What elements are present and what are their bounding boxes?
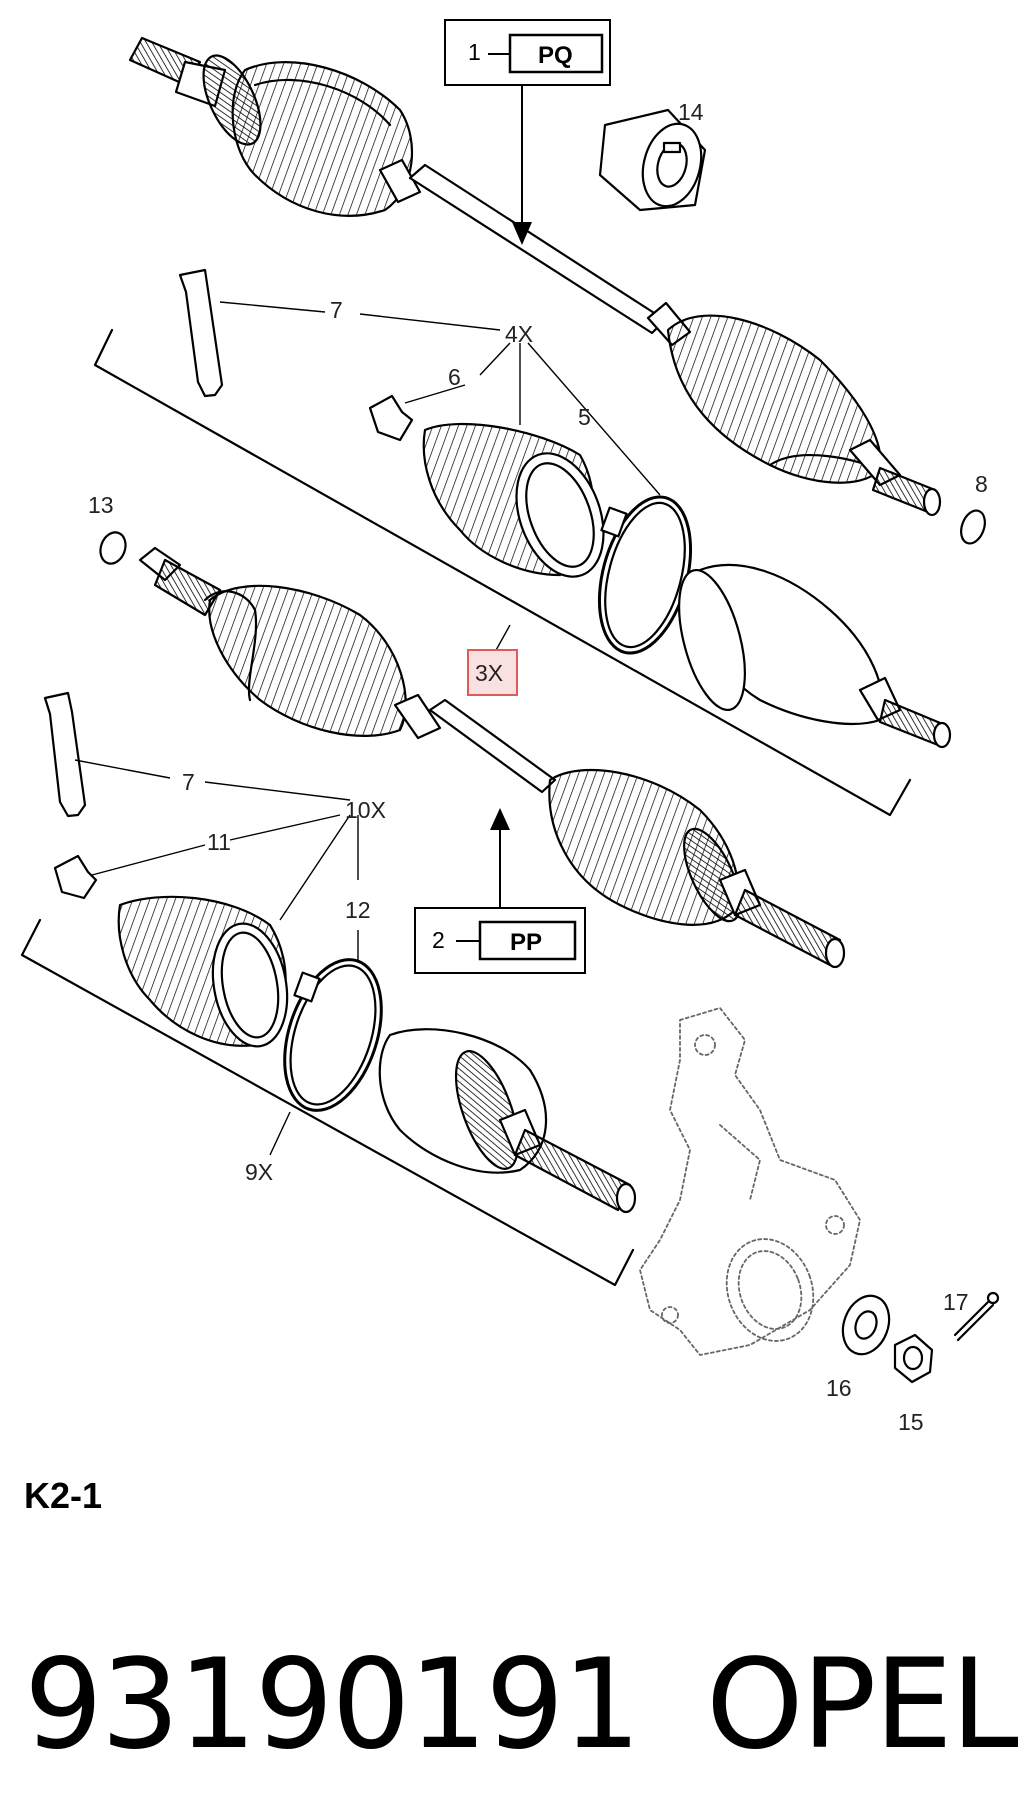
lower-drive-shaft <box>138 546 846 969</box>
label-17[interactable]: 17 <box>943 1289 969 1315</box>
label-10x[interactable]: 10X <box>345 797 386 823</box>
castle-nut-part-15 <box>893 1333 934 1384</box>
part-footer: 93190191 OPEL <box>16 1610 1018 1800</box>
label-9x[interactable]: 9X <box>245 1159 273 1185</box>
highlight-box-3x[interactable] <box>467 649 518 696</box>
o-ring-part-8 <box>960 509 986 545</box>
label-5[interactable]: 5 <box>578 404 591 430</box>
washer-part-16 <box>841 1294 891 1356</box>
label-7-lower[interactable]: 7 <box>182 769 195 795</box>
part-number: 93190191 <box>24 1633 641 1777</box>
upper-drive-shaft <box>128 36 942 517</box>
callout-box-pp[interactable]: 2 PP <box>414 808 586 974</box>
label-13[interactable]: 13 <box>88 492 114 518</box>
label-12[interactable]: 12 <box>345 897 371 923</box>
o-ring-part-13 <box>99 531 127 565</box>
callout-labels: 14 7 4X 6 5 8 13 3X 7 10X 11 12 9X 17 16… <box>88 99 988 1435</box>
leader-lines <box>74 301 661 1156</box>
label-11[interactable]: 11 <box>207 829 231 855</box>
brand-name: OPEL <box>706 1633 1018 1777</box>
label-14[interactable]: 14 <box>678 99 704 125</box>
label-6[interactable]: 6 <box>448 364 461 390</box>
box-pp-number: 2 <box>432 927 445 953</box>
drive-shaft-exploded-diagram: 1 PQ 2 PP 14 7 4X 6 5 8 13 3X 7 10X 11 1… <box>20 19 1000 1435</box>
box-pp-code: PP <box>510 929 542 956</box>
label-4x[interactable]: 4X <box>505 321 533 347</box>
lower-boot-kit-group <box>20 691 637 1287</box>
box-pq-code: PQ <box>538 42 573 69</box>
steering-knuckle <box>639 1007 861 1356</box>
callout-box-pq[interactable]: 1 PQ <box>444 19 611 245</box>
label-16[interactable]: 16 <box>826 1375 852 1401</box>
figure-code: K2-1 <box>24 1475 103 1516</box>
cotter-pin-part-17 <box>953 1291 1000 1342</box>
label-3x[interactable]: 3X <box>475 660 503 686</box>
box-pq-number: 1 <box>468 39 481 65</box>
label-8[interactable]: 8 <box>975 471 988 497</box>
label-15[interactable]: 15 <box>898 1409 924 1435</box>
bearing-part-14 <box>598 108 707 212</box>
boot-kit-group <box>93 268 952 817</box>
label-7-upper[interactable]: 7 <box>330 297 343 323</box>
